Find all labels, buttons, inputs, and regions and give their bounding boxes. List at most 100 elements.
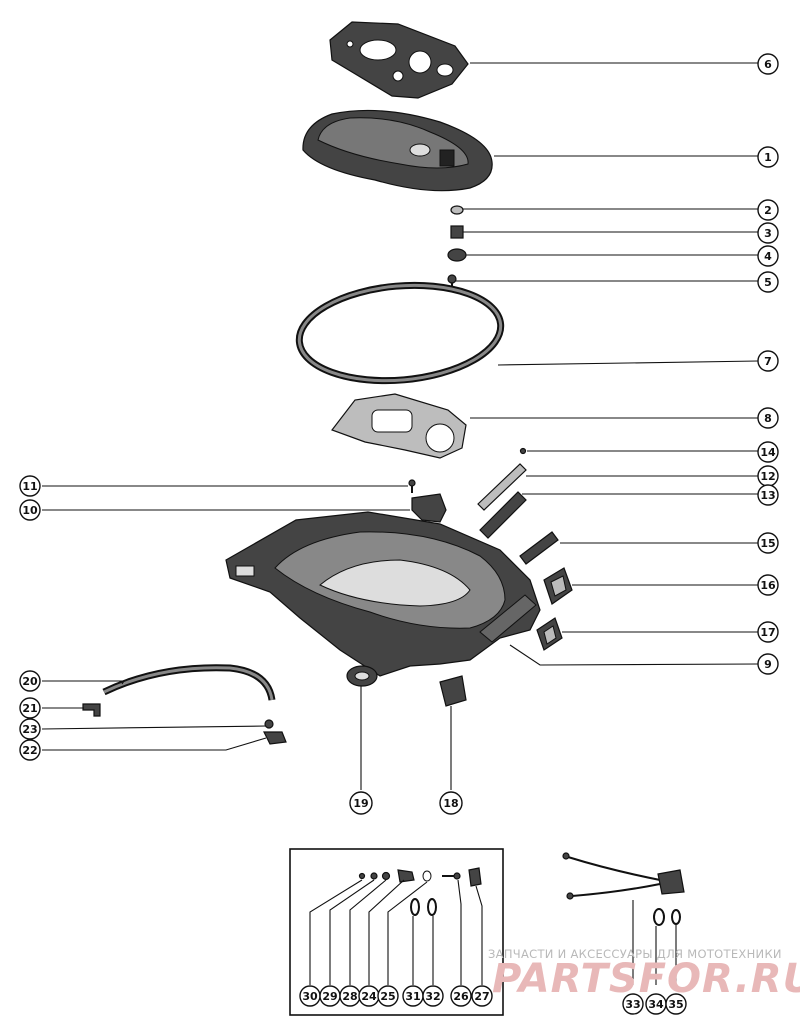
part-15-clip xyxy=(519,531,559,565)
svg-text:35: 35 xyxy=(668,998,683,1011)
callout-15: 15 xyxy=(757,532,779,554)
inset-small-parts xyxy=(358,867,482,916)
detail-inset-box xyxy=(289,848,504,1016)
part-9-lower-cowl xyxy=(225,511,541,677)
svg-text:32: 32 xyxy=(425,990,440,1003)
leader-lines xyxy=(41,62,759,985)
callout-23: 23 xyxy=(19,718,41,740)
part-18-grommet xyxy=(439,675,467,707)
part-17-grommet xyxy=(536,617,563,651)
svg-text:15: 15 xyxy=(760,537,775,550)
watermark-tagline: ЗАПЧАСТИ И АКСЕССУАРЫ ДЛЯ МОТОТЕХНИКИ xyxy=(488,947,782,961)
svg-text:29: 29 xyxy=(322,990,337,1003)
callout-28: 28 xyxy=(339,985,361,1007)
part-34-ring xyxy=(653,908,665,926)
callout-14: 14 xyxy=(757,441,779,463)
svg-text:25: 25 xyxy=(380,990,395,1003)
callout-13: 13 xyxy=(757,484,779,506)
part-8-gasket xyxy=(331,393,467,459)
svg-text:12: 12 xyxy=(760,470,775,483)
callout-7: 7 xyxy=(757,350,779,372)
callout-24: 24 xyxy=(358,985,380,1007)
svg-text:7: 7 xyxy=(764,355,772,368)
svg-text:23: 23 xyxy=(22,723,37,736)
part-33-wire-harness xyxy=(562,852,685,900)
callout-26: 26 xyxy=(450,985,472,1007)
svg-text:21: 21 xyxy=(22,702,37,715)
svg-text:26: 26 xyxy=(453,990,469,1003)
part-14-screw xyxy=(519,447,527,455)
callout-25: 25 xyxy=(377,985,399,1007)
callout-9: 9 xyxy=(757,653,779,675)
callout-18: 18 xyxy=(439,791,463,815)
svg-text:19: 19 xyxy=(353,797,368,810)
svg-text:8: 8 xyxy=(764,412,772,425)
callout-31: 31 xyxy=(402,985,424,1007)
callout-12: 12 xyxy=(757,465,779,487)
svg-text:22: 22 xyxy=(22,744,37,757)
part-21-fitting xyxy=(82,703,101,717)
part-6-gasket xyxy=(329,21,469,99)
svg-text:28: 28 xyxy=(342,990,357,1003)
part-12-strip xyxy=(477,463,527,511)
callout-32: 32 xyxy=(422,985,444,1007)
svg-text:31: 31 xyxy=(405,990,420,1003)
callout-8: 8 xyxy=(757,407,779,429)
part-7-seal-ring xyxy=(295,281,505,385)
part-19-grommet xyxy=(346,665,378,687)
callout-27: 27 xyxy=(471,985,493,1007)
callout-22: 22 xyxy=(19,739,41,761)
svg-text:27: 27 xyxy=(474,990,489,1003)
svg-text:33: 33 xyxy=(625,998,640,1011)
svg-text:34: 34 xyxy=(648,998,664,1011)
svg-text:14: 14 xyxy=(760,446,776,459)
svg-text:11: 11 xyxy=(22,480,37,493)
part-4-nut xyxy=(447,248,467,262)
part-11-screw xyxy=(408,479,416,493)
svg-text:18: 18 xyxy=(443,797,458,810)
svg-text:20: 20 xyxy=(22,675,38,688)
svg-text:17: 17 xyxy=(760,626,775,639)
callout-17: 17 xyxy=(757,621,779,643)
part-35-ring xyxy=(671,909,681,925)
part-10-bracket xyxy=(411,493,447,523)
callout-33: 33 xyxy=(622,993,644,1015)
svg-text:2: 2 xyxy=(764,204,772,217)
callout-2: 2 xyxy=(757,199,779,221)
callout-1: 1 xyxy=(757,146,779,168)
svg-text:1: 1 xyxy=(764,151,772,164)
svg-text:10: 10 xyxy=(22,504,38,517)
svg-text:3: 3 xyxy=(764,227,772,240)
part-1-cover xyxy=(302,109,493,192)
part-20-hose xyxy=(102,664,276,701)
callout-5: 5 xyxy=(757,271,779,293)
callout-35: 35 xyxy=(665,993,687,1015)
callout-19: 19 xyxy=(349,791,373,815)
callout-11: 11 xyxy=(19,475,41,497)
callout-34: 34 xyxy=(645,993,667,1015)
part-2-washer xyxy=(450,205,464,215)
callout-16: 16 xyxy=(757,574,779,596)
callout-10: 10 xyxy=(19,499,41,521)
callout-29: 29 xyxy=(319,985,341,1007)
part-3-bushing xyxy=(450,225,464,239)
svg-text:16: 16 xyxy=(760,579,776,592)
svg-text:9: 9 xyxy=(764,658,772,671)
callout-20: 20 xyxy=(19,670,41,692)
part-16-grommet xyxy=(543,567,573,605)
svg-text:13: 13 xyxy=(760,489,775,502)
callout-30: 30 xyxy=(299,985,321,1007)
part-23-clip xyxy=(264,719,274,729)
callout-21: 21 xyxy=(19,697,41,719)
part-22-elbow xyxy=(263,731,287,745)
callout-6: 6 xyxy=(757,53,779,75)
callout-4: 4 xyxy=(757,245,779,267)
svg-text:6: 6 xyxy=(764,58,772,71)
svg-text:24: 24 xyxy=(361,990,377,1003)
part-13-strip xyxy=(479,491,527,539)
watermark-logo: PARTSFOR.RU xyxy=(492,956,800,1002)
callout-3: 3 xyxy=(757,222,779,244)
svg-text:30: 30 xyxy=(302,990,318,1003)
svg-text:4: 4 xyxy=(764,250,772,263)
